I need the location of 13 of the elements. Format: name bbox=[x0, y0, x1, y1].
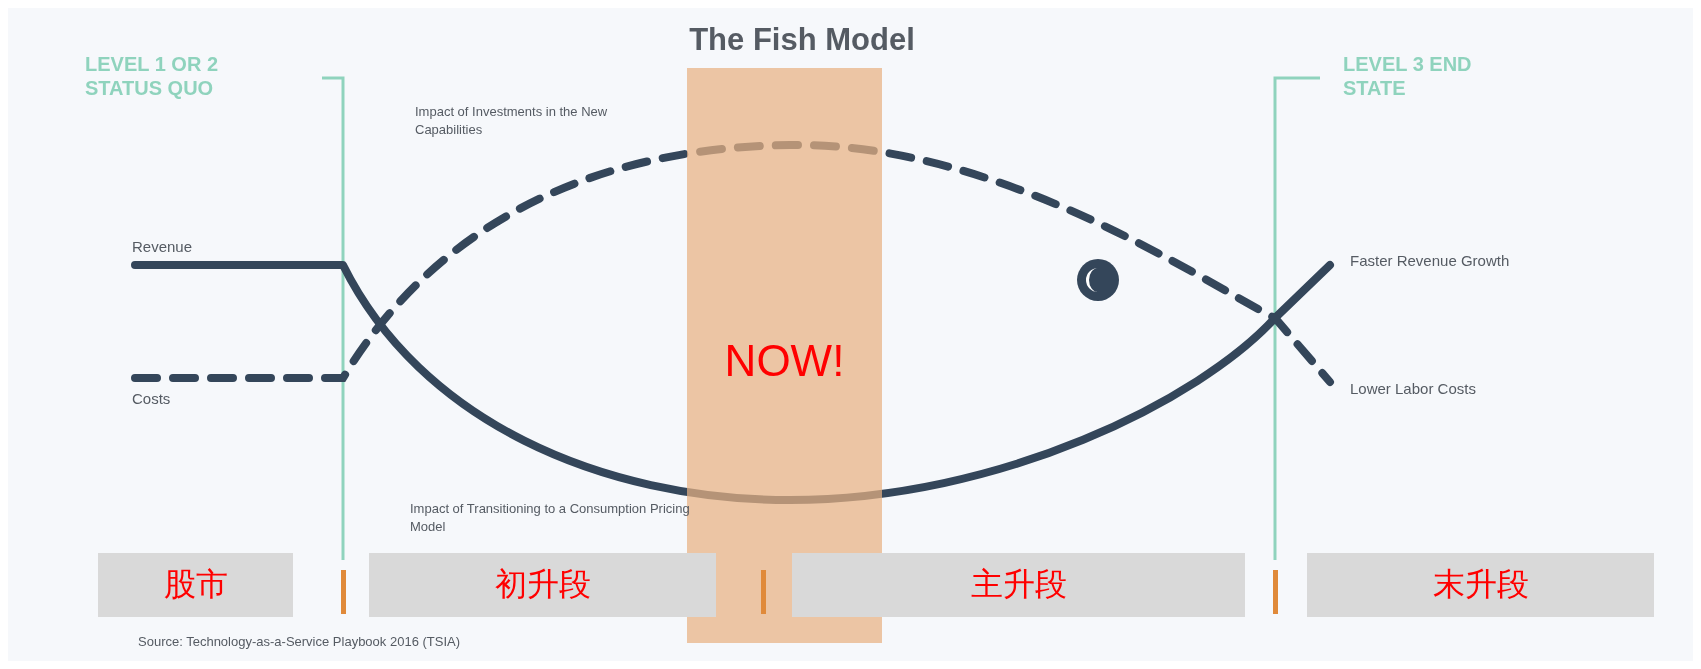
curve-label: Costs bbox=[132, 390, 171, 407]
stage-box: 末升段 bbox=[1307, 553, 1654, 617]
level-label: LEVEL 3 END STATE bbox=[1343, 52, 1473, 100]
curve-label: Faster Revenue Growth bbox=[1350, 252, 1510, 269]
level-label: LEVEL 1 OR 2 STATUS QUO bbox=[85, 52, 219, 100]
stage-box: 主升段 bbox=[792, 553, 1245, 617]
curve-label: Revenue bbox=[132, 238, 193, 255]
annotation-text: Impact of Investments in the New Capabilities bbox=[415, 103, 609, 139]
stage-box: 初升段 bbox=[369, 553, 716, 617]
stage-box: 股市 bbox=[98, 553, 293, 617]
title: The Fish Model bbox=[688, 22, 916, 58]
curve-label: Lower Labor Costs bbox=[1350, 380, 1476, 397]
source-caption: Source: Technology-as-a-Service Playbook 2016 (TSIA) bbox=[138, 634, 461, 649]
